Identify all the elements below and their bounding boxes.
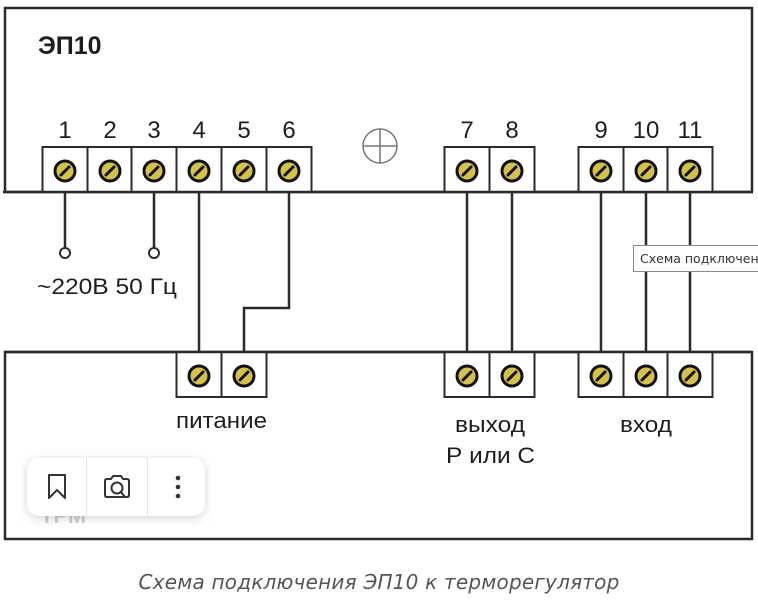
screw-icon — [98, 159, 122, 183]
screw-icon — [678, 159, 702, 183]
terminal-number-3: 3 — [147, 117, 160, 144]
screw-icon — [232, 364, 256, 388]
terminal-number-1: 1 — [58, 117, 71, 144]
group-input-label: вход — [620, 412, 672, 437]
terminal-number-2: 2 — [103, 117, 116, 144]
wire-6-power — [242, 192, 291, 352]
screw-icon — [187, 364, 211, 388]
terminal-number-6: 6 — [282, 117, 295, 144]
visual-search-button[interactable] — [87, 458, 148, 516]
camera-search-icon — [104, 475, 130, 498]
more-options-button[interactable] — [148, 458, 207, 516]
ep10-device-outline — [3, 6, 754, 192]
group-output-type-label: Р или С — [446, 443, 535, 468]
top-terminal-numbers: 1 2 3 4 5 6 7 8 9 10 11 — [58, 117, 702, 144]
group-output-label: выход — [455, 412, 525, 437]
terminal-number-8: 8 — [505, 117, 518, 144]
bookmark-button[interactable] — [27, 458, 87, 516]
supply-contact-3 — [148, 247, 160, 259]
screw-icon — [634, 159, 658, 183]
bookmark-icon — [47, 474, 66, 499]
mounting-hole-icon — [362, 128, 398, 164]
supply-contact-1 — [59, 247, 71, 259]
screw-icon — [678, 364, 702, 388]
screw-icon — [455, 364, 479, 388]
group-power-label: питание — [176, 408, 267, 433]
screw-icon — [187, 159, 211, 183]
terminal-number-5: 5 — [237, 117, 250, 144]
screw-icon — [277, 159, 301, 183]
screw-icon — [589, 159, 613, 183]
terminal-number-9: 9 — [594, 117, 607, 144]
top-terminal-blocks — [3, 146, 753, 194]
screw-icon — [53, 159, 77, 183]
screw-icon — [455, 159, 479, 183]
top-terminal-cell-7 — [443, 146, 491, 193]
terminal-number-10: 10 — [633, 117, 660, 144]
ep10-title: ЭП10 — [38, 32, 102, 60]
screw-icon — [589, 364, 613, 388]
image-caption: Схема подключения ЭП10 к терморегулятор — [138, 570, 620, 594]
image-tooltip: Схема подключения ЭП10 к терморегулятор — [633, 245, 758, 272]
wires — [63, 192, 692, 352]
image-action-toolbar — [27, 458, 205, 516]
screw-icon — [142, 159, 166, 183]
screw-icon — [500, 364, 524, 388]
screw-icon — [500, 159, 524, 183]
bottom-terminal-blocks — [5, 350, 752, 398]
terminal-number-4: 4 — [192, 117, 205, 144]
screw-icon — [232, 159, 256, 183]
terminal-number-7: 7 — [460, 117, 473, 144]
terminal-number-11: 11 — [678, 117, 703, 144]
supply-label: ~220В 50 Гц — [37, 274, 177, 299]
screw-icon — [634, 364, 658, 388]
more-vertical-icon — [175, 475, 180, 499]
